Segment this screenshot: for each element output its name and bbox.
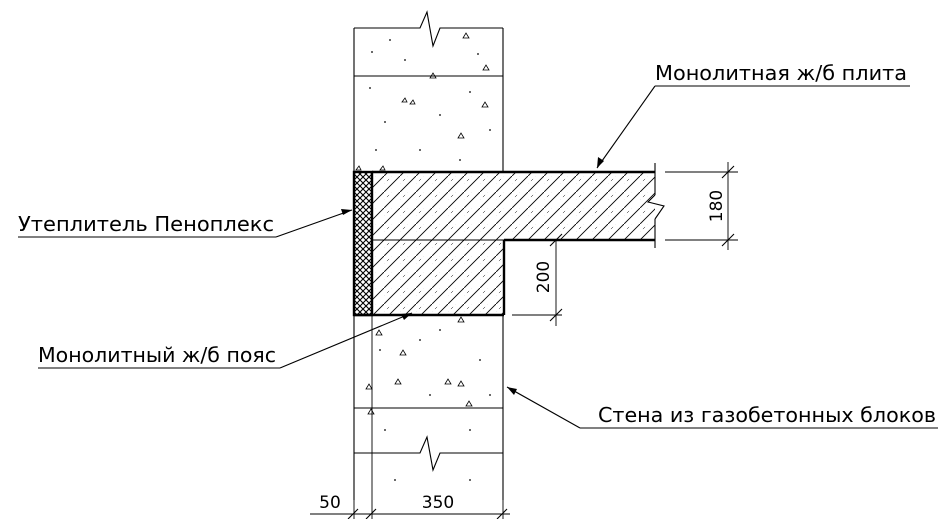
dimension-label-50: 50	[319, 493, 341, 513]
aggregate-dots-lower	[379, 329, 491, 481]
aggregate-marks-upper	[355, 32, 490, 171]
dimension-bottom-chain: 50 350	[310, 315, 510, 519]
dimension-belt-height: 200	[512, 233, 563, 326]
wall-upper	[353, 10, 504, 172]
dimension-label-180: 180	[707, 190, 727, 222]
label-insulation: Утеплитель Пеноплекс	[18, 212, 274, 236]
monolithic-slab	[372, 163, 665, 248]
aggregate-dots-upper	[369, 39, 491, 161]
dimension-label-200: 200	[534, 261, 554, 293]
leader-insulation: Утеплитель Пеноплекс	[18, 209, 353, 238]
leader-belt: Монолитный ж/б пояс	[38, 312, 413, 369]
label-wall: Стена из газобетонных блоков	[598, 403, 936, 427]
leader-slab: Монолитная ж/б плита	[596, 61, 910, 169]
aggregate-marks-lower	[365, 316, 473, 415]
dimension-label-350: 350	[422, 493, 454, 513]
label-belt: Монолитный ж/б пояс	[38, 343, 276, 367]
label-slab: Монолитная ж/б плита	[655, 61, 907, 85]
break-line-top	[410, 10, 448, 49]
dimension-slab-thickness: 180	[665, 162, 738, 250]
monolithic-belt	[354, 239, 506, 317]
break-line-slab	[646, 194, 665, 220]
break-line-bottom	[410, 435, 448, 472]
wall-lower	[353, 315, 504, 500]
leader-wall: Стена из газобетонных блоков	[506, 386, 938, 429]
insulation-layer	[352, 170, 374, 317]
